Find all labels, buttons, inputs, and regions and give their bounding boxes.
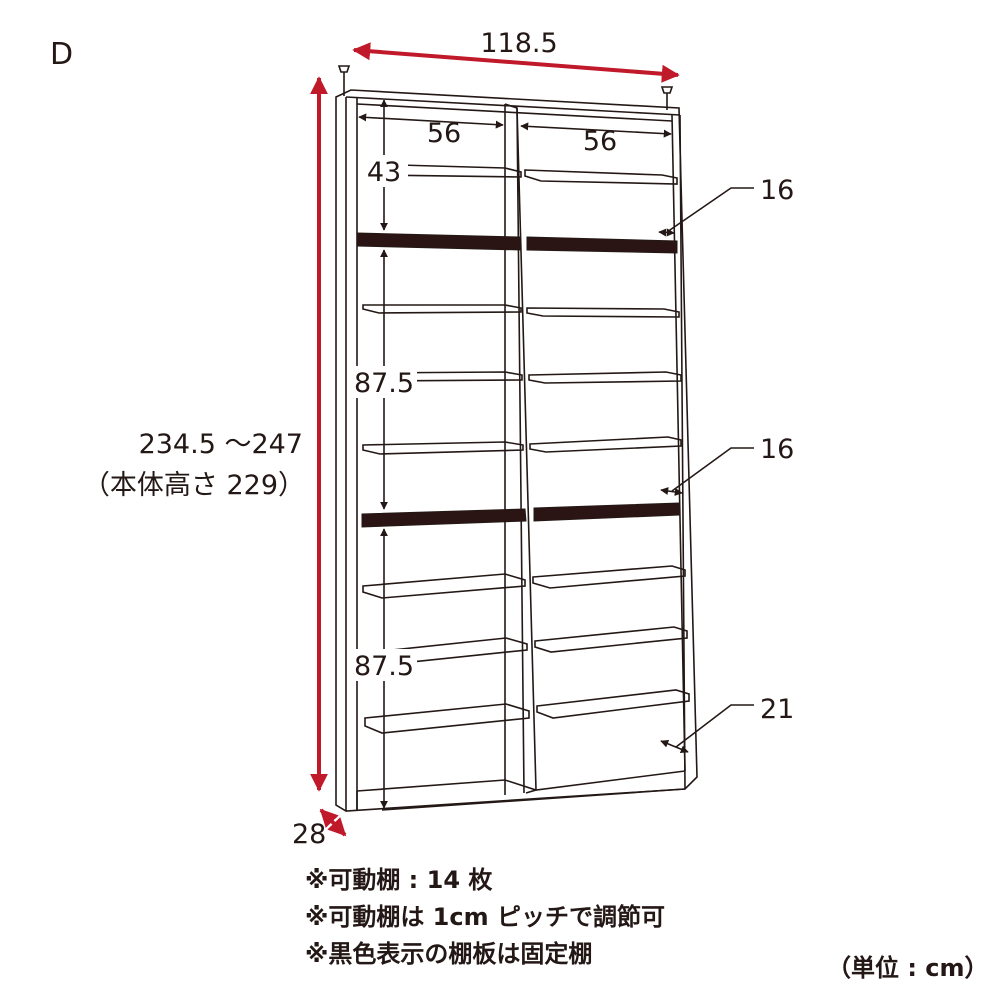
dimension-labels: 118.5 56 56 43 87.5 87.5 234.5 ～247 （本体高… bbox=[83, 28, 794, 850]
fixed-shelf-upper-right bbox=[526, 236, 678, 254]
bottom-section-height-label: 87.5 bbox=[354, 651, 414, 682]
note-shelf-adjust-pitch: ※可動棚は 1cm ピッチで調節可 bbox=[305, 903, 665, 931]
bookshelf-drawing bbox=[335, 65, 698, 812]
bottom-depth-arrow bbox=[660, 740, 689, 753]
overall-dimension-arrows bbox=[310, 42, 680, 837]
upper-shelf-depth-leader bbox=[666, 187, 754, 233]
bottom-base bbox=[356, 770, 686, 811]
depth-arrow bbox=[319, 808, 347, 837]
ceiling-support-left bbox=[337, 65, 351, 96]
top-section-height-label: 43 bbox=[367, 157, 401, 188]
carcass-outer bbox=[335, 89, 698, 812]
movable-shelves-right bbox=[524, 169, 690, 719]
note-movable-shelf-count: ※可動棚 : 14 枚 bbox=[305, 866, 493, 894]
fixed-shelves bbox=[356, 232, 680, 528]
fixed-shelf-middle-right bbox=[533, 502, 680, 522]
fixed-shelf-middle-left bbox=[361, 508, 527, 528]
unit-label: （単位 : cm） bbox=[827, 954, 989, 982]
notes-list: ※可動棚 : 14 枚 ※可動棚は 1cm ピッチで調節可 ※黒色表示の棚板は固… bbox=[305, 862, 665, 973]
upper-shelf-depth-label: 16 bbox=[760, 175, 794, 206]
middle-shelf-depth-leader bbox=[671, 447, 754, 492]
body-height-note: （本体高さ 229） bbox=[83, 470, 305, 501]
note-fixed-shelf-legend: ※黒色表示の棚板は固定棚 bbox=[305, 940, 593, 968]
bottom-depth-leader bbox=[675, 704, 754, 748]
overall-width-label: 118.5 bbox=[480, 28, 557, 59]
total-height-label: 234.5 ～247 bbox=[139, 429, 303, 460]
compartment-width-right-arrow bbox=[520, 122, 672, 138]
upper-shelf-depth-arrow bbox=[658, 228, 675, 237]
middle-shelf-depth-label: 16 bbox=[760, 434, 794, 465]
bottom-depth-label: 21 bbox=[760, 694, 794, 725]
overall-width-arrow bbox=[352, 42, 680, 83]
depth-label: 28 bbox=[292, 819, 326, 850]
middle-shelf-depth-arrow bbox=[660, 487, 683, 496]
compartment-width-left-label: 56 bbox=[427, 118, 461, 149]
middle-section-height-label: 87.5 bbox=[354, 368, 414, 399]
variant-label: D bbox=[50, 37, 73, 72]
compartment-width-right-label: 56 bbox=[583, 126, 617, 157]
fixed-shelf-upper-left bbox=[356, 232, 522, 251]
